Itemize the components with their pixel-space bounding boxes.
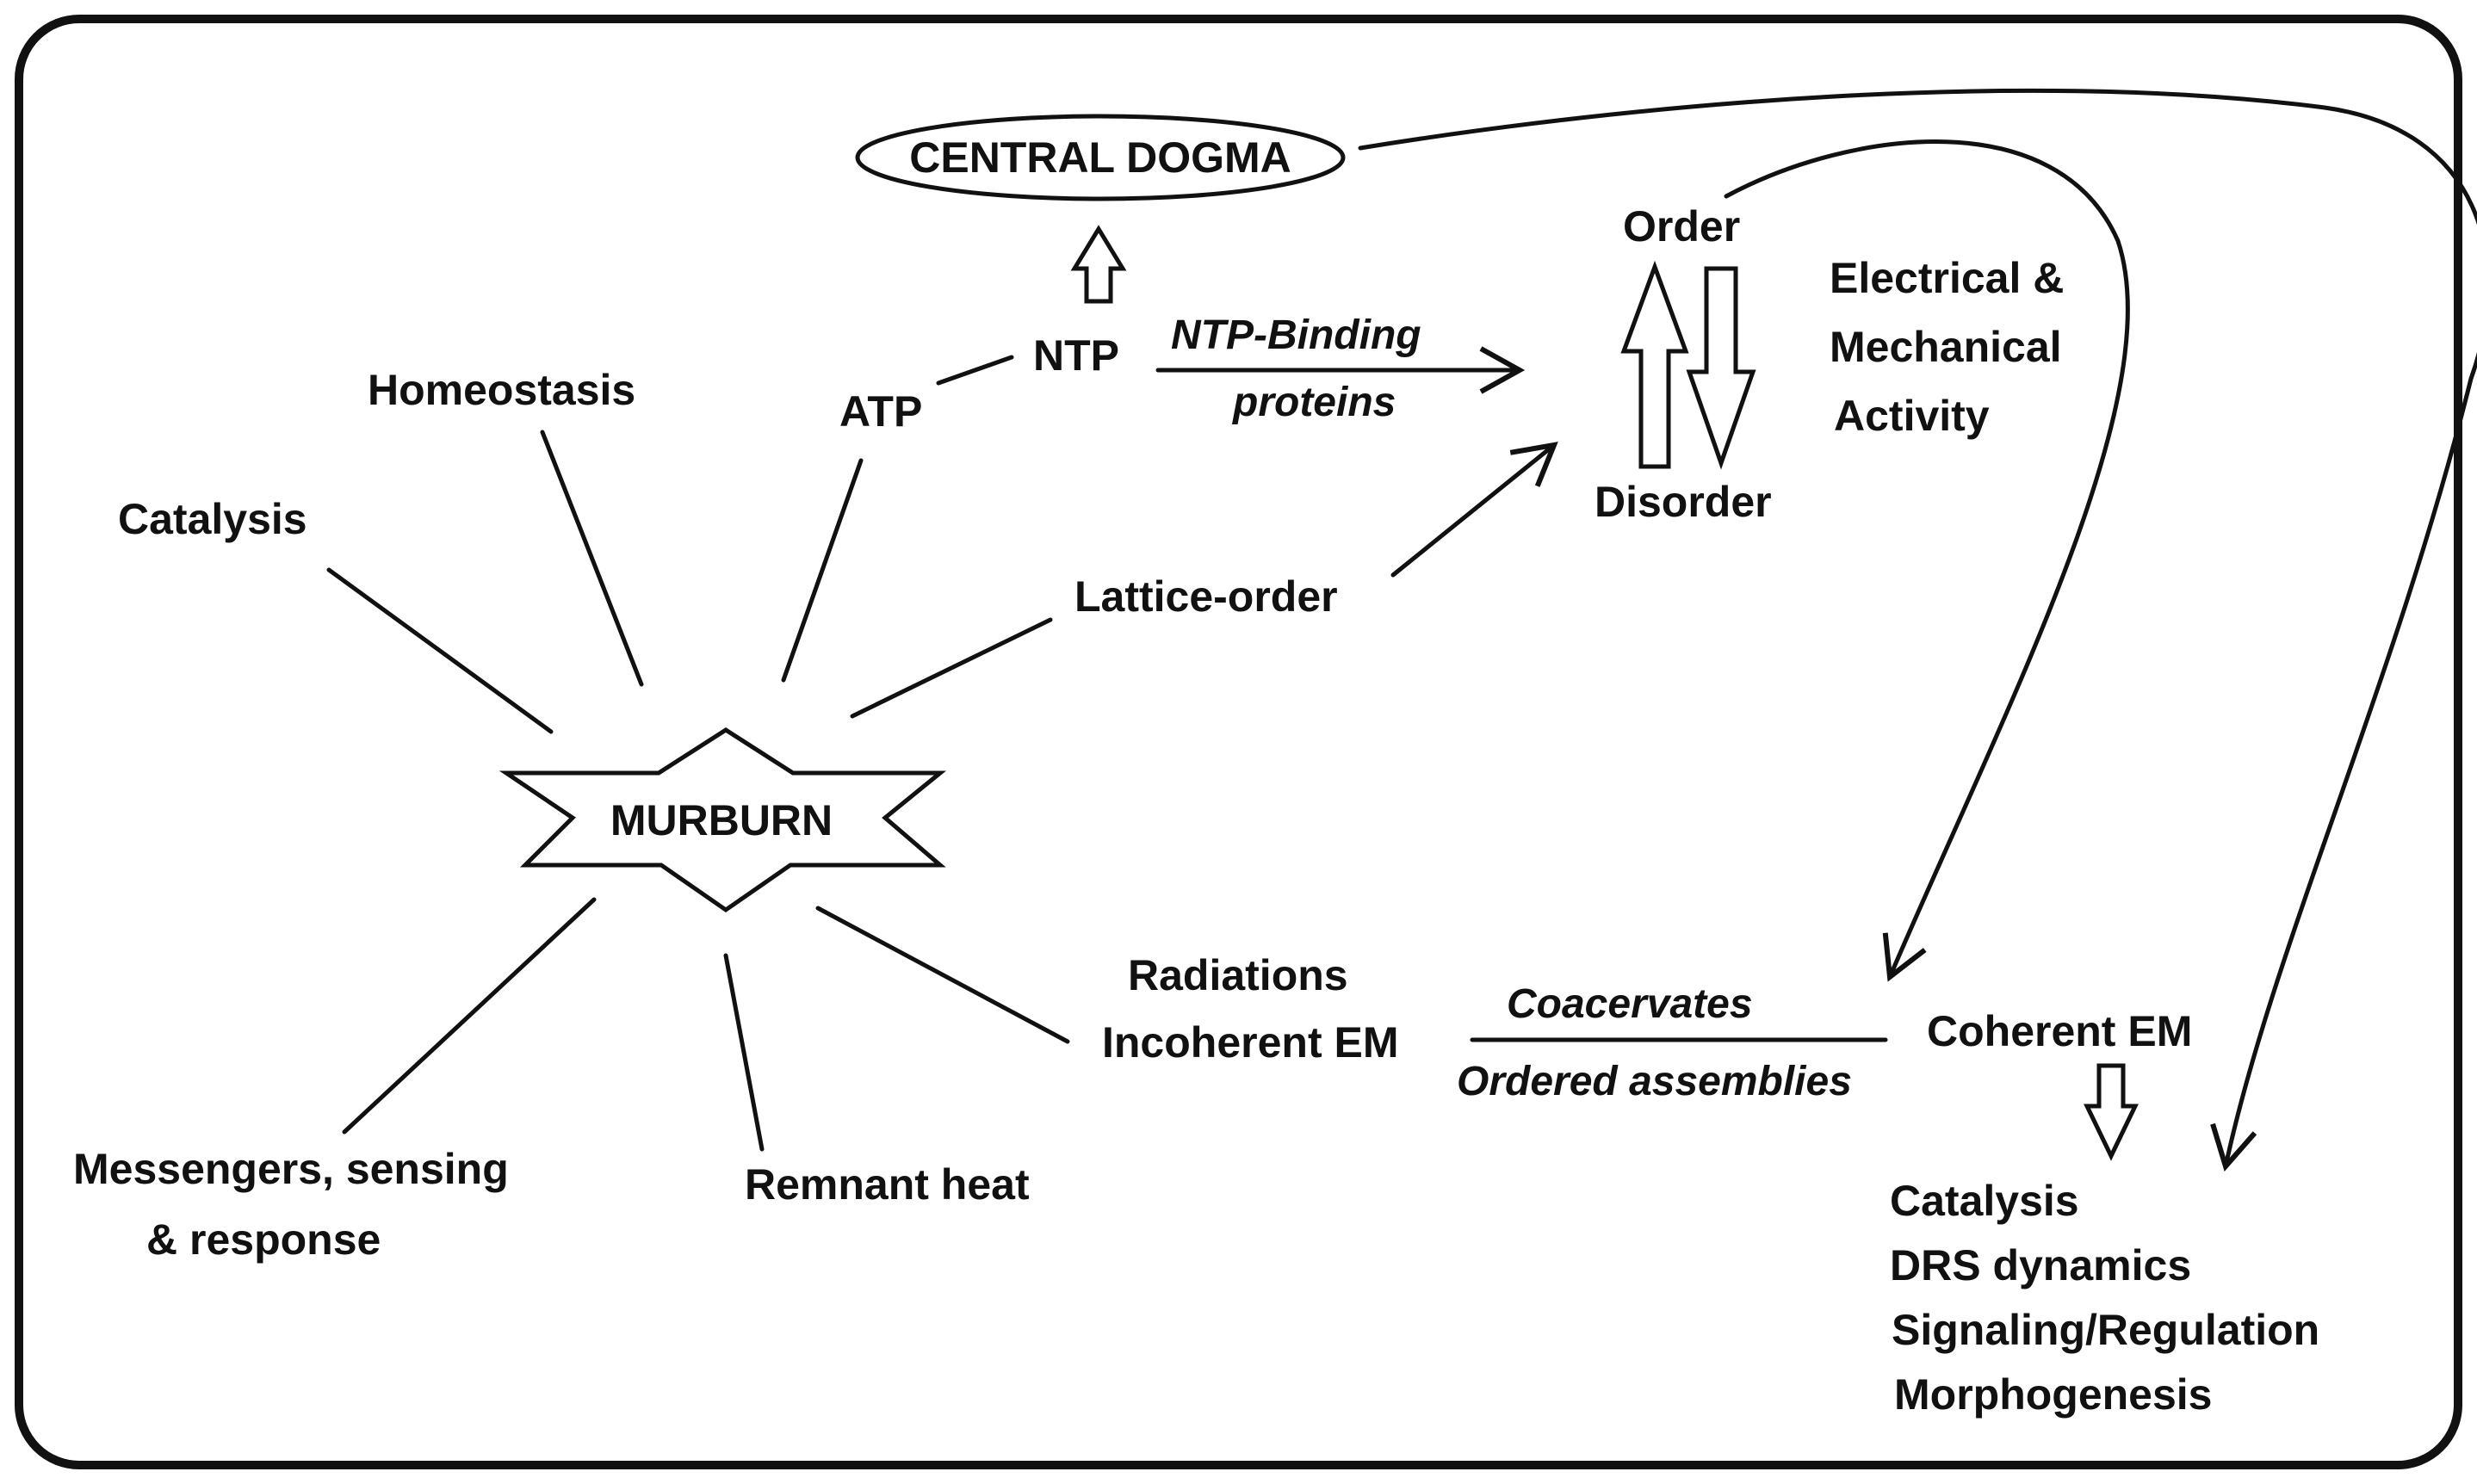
murburn-star (498, 727, 947, 913)
coherent-em-label: Coherent EM (1927, 1007, 2192, 1055)
coherent-em-hollow-arrow (2084, 1063, 2139, 1161)
outcome-item-catalysis: Catalysis (1890, 1177, 2079, 1225)
spoke-remnant-heat (723, 953, 765, 1152)
order-label: Order (1623, 202, 1740, 250)
spoke-atp-ntp (936, 355, 1014, 386)
radiations-label-line2: Incoherent EM (1102, 1018, 1398, 1067)
ntp-binding-label-line1: NTP-Binding (1171, 312, 1421, 358)
disorder-down-hollow-arrow (1686, 266, 1756, 470)
spoke-lattice-order (850, 617, 1053, 719)
central-dogma-node: CENTRAL DOGMA (855, 114, 1346, 201)
outcome-item-drs-dynamics: DRS dynamics (1890, 1241, 2191, 1289)
radiations-label-line1: Radiations (1128, 951, 1348, 999)
murburn-node: MURBURN (498, 727, 947, 913)
electrical-label-line3: Activity (1834, 392, 1990, 440)
coacervates-label: Coacervates (1507, 981, 1753, 1027)
spoke-catalysis (326, 567, 554, 734)
central-dogma-hollow-arrow (1070, 225, 1127, 304)
order-up-hollow-arrow (1620, 260, 1689, 469)
spoke-messengers (342, 897, 597, 1135)
disorder-label: Disorder (1595, 478, 1772, 526)
homeostasis-label: Homeostasis (368, 366, 635, 414)
spoke-atp (781, 458, 864, 683)
outer-frame (15, 15, 2462, 1469)
remnant-heat-label: Remnant heat (745, 1160, 1030, 1209)
outcome-item-morphogenesis: Morphogenesis (1894, 1370, 2212, 1419)
lattice-order-arrow (1390, 442, 1558, 578)
messengers-label-line1: Messengers, sensing (73, 1145, 509, 1193)
lattice-order-label: Lattice-order (1074, 572, 1338, 621)
murburn-label: MURBURN (610, 796, 833, 844)
spoke-homeostasis (540, 430, 644, 687)
order-to-coherent-curve (1724, 139, 2130, 982)
catalysis-label: Catalysis (118, 495, 307, 543)
central-dogma-to-outcomes-curve (1358, 88, 2477, 1172)
messengers-label-line2: & response (146, 1215, 381, 1264)
electrical-label-line2: Mechanical (1830, 323, 2062, 371)
ntp-label: NTP (1033, 331, 1119, 380)
atp-label: ATP (839, 387, 922, 436)
spoke-radiations (815, 906, 1070, 1044)
central-dogma-label: CENTRAL DOGMA (909, 133, 1291, 182)
outcome-item-signaling-regulation: Signaling/Regulation (1892, 1306, 2319, 1354)
central-dogma-ellipse (855, 114, 1346, 201)
electrical-label-line1: Electrical & (1830, 254, 2064, 302)
ntp-binding-label-line2: proteins (1231, 380, 1396, 425)
ordered-assemblies-label: Ordered assemblies (1457, 1059, 1852, 1104)
